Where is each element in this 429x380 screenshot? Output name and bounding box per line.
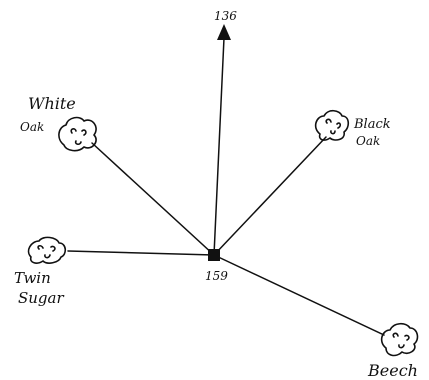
white-oak-label-line2: Oak [20, 120, 44, 134]
twin-sugar-label-line2: Sugar [18, 289, 64, 307]
north-arrow-icon [217, 24, 231, 40]
black-oak-label-line1: Black [353, 117, 391, 132]
line-to-black-oak [213, 136, 327, 256]
north-arrow-label: 136 [214, 9, 237, 23]
beech-label: Beech [367, 361, 418, 380]
line-to-twin-sugar [67, 250, 215, 256]
beech-tree-icon [380, 322, 419, 357]
line-to-beech [213, 254, 385, 336]
line-to-white-oak [91, 142, 215, 256]
center-marker [208, 249, 220, 261]
black-oak-tree-icon [314, 109, 350, 141]
twin-sugar-label-line1: Twin [14, 269, 51, 287]
black-oak-label-line2: Oak [356, 134, 380, 148]
white-oak-label-line1: White [28, 94, 76, 113]
twin-sugar-tree-icon [27, 236, 67, 264]
line-to-north-arrow [213, 37, 225, 256]
center-marker-label: 159 [205, 269, 228, 283]
white-oak-tree-icon [58, 116, 97, 152]
